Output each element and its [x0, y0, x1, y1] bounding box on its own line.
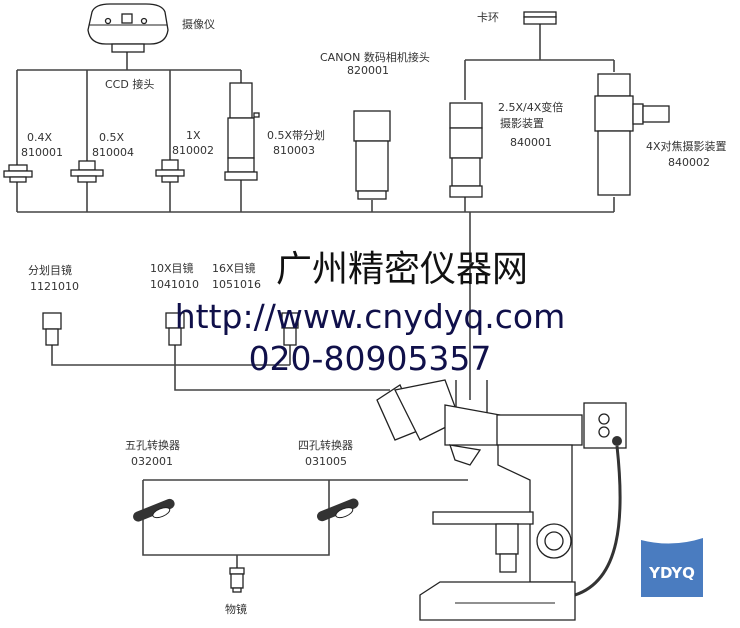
adapter-icon [70, 160, 104, 183]
five-hole-turret-icon [133, 498, 175, 522]
turret-name: 五孔转换器 [125, 438, 180, 452]
turret-code: 032001 [131, 455, 173, 468]
adapter-name: 1X [186, 129, 201, 142]
adapter-code: 810003 [273, 144, 315, 157]
turret-code: 031005 [305, 455, 347, 468]
ccd-label: CCD 接头 [105, 78, 154, 91]
eyepiece-icon [281, 312, 299, 346]
adapter-icon [155, 159, 185, 183]
adapter-code: 810004 [92, 146, 134, 159]
four-hole-turret-icon [317, 498, 359, 522]
objective-icon [229, 567, 245, 593]
eyepiece-name: 10X目镜 [150, 261, 194, 275]
photo2-code: 840002 [668, 156, 710, 169]
svg-text:YDYQ: YDYQ [648, 564, 695, 582]
watermark-url: http://www.cnydyq.com [175, 297, 566, 336]
turret-name: 四孔转换器 [298, 438, 353, 452]
focus-photo-device-icon [594, 73, 670, 196]
adapter-code: 810002 [172, 144, 214, 157]
eyepiece-name: 分划目镜 [28, 263, 72, 277]
adapter-code: 810001 [21, 146, 63, 159]
eyepiece-code: 1041010 [150, 278, 199, 291]
photo1-code: 840001 [510, 136, 552, 149]
ring-label: 卡环 [477, 11, 499, 24]
adapter-name: 0.5X带分划 [267, 129, 325, 142]
ydyq-logo: YDYQ [641, 538, 703, 597]
adapter-name: 0.4X [27, 131, 52, 144]
photo1-name-2: 摄影装置 [500, 116, 544, 130]
microscope-icon [376, 379, 627, 621]
eyepiece-name: 16X目镜 [212, 261, 256, 275]
eyepiece-icon [42, 312, 62, 346]
ring-icon [523, 11, 557, 25]
adapter-tube-icon [224, 82, 260, 181]
camera-icon [87, 3, 169, 53]
camera-label: 摄像仪 [182, 17, 215, 31]
adapter-name: 0.5X [99, 131, 124, 144]
canon-adapter-icon [353, 110, 391, 200]
objective-label: 物镜 [225, 602, 247, 616]
canon-name: CANON 数码相机接头 [320, 50, 430, 64]
eyepiece-code: 1121010 [30, 280, 79, 293]
adapter-icon [3, 164, 33, 183]
eyepiece-code: 1051016 [212, 278, 261, 291]
watermark-title: 广州精密仪器网 [276, 249, 528, 290]
photo2-name: 4X对焦摄影装置 [646, 139, 727, 153]
photo1-name: 2.5X/4X变倍 [498, 100, 563, 114]
canon-code: 820001 [347, 64, 389, 77]
eyepiece-icon [165, 312, 185, 346]
zoom-photo-device-icon [449, 102, 483, 198]
watermark-phone: 020-80905357 [249, 339, 492, 378]
